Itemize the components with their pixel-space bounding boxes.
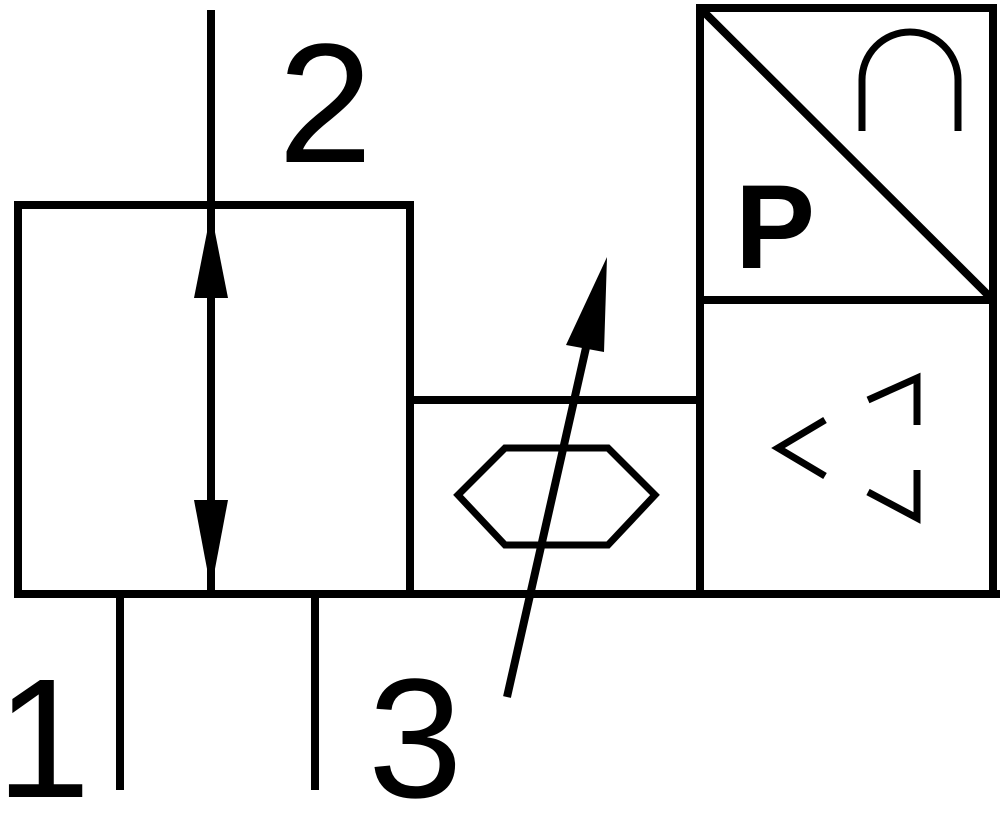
flow-arrow-up-head bbox=[194, 212, 228, 298]
pressure-switch-label: P bbox=[735, 160, 815, 294]
lower-bracket bbox=[866, 470, 921, 524]
adjustable-arrow-icon bbox=[503, 257, 607, 698]
pressure-switch-icon bbox=[696, 4, 997, 304]
upper-bracket bbox=[866, 372, 921, 425]
port-3-label: 3 bbox=[368, 644, 463, 814]
adjustable-arrow-shaft bbox=[503, 329, 594, 698]
bracket-contact-icon bbox=[771, 372, 921, 524]
port-2-label: 2 bbox=[278, 9, 373, 199]
flow-arrow-icon bbox=[194, 212, 228, 590]
left-chevron bbox=[771, 416, 827, 480]
adjustable-arrow-head bbox=[566, 257, 607, 352]
flow-arrow-down-head bbox=[194, 500, 228, 590]
pressure-switch-diagonal bbox=[697, 5, 996, 303]
hexagon-icon bbox=[453, 444, 660, 549]
arch-icon bbox=[858, 28, 962, 131]
port-1-label: 1 bbox=[0, 644, 91, 814]
